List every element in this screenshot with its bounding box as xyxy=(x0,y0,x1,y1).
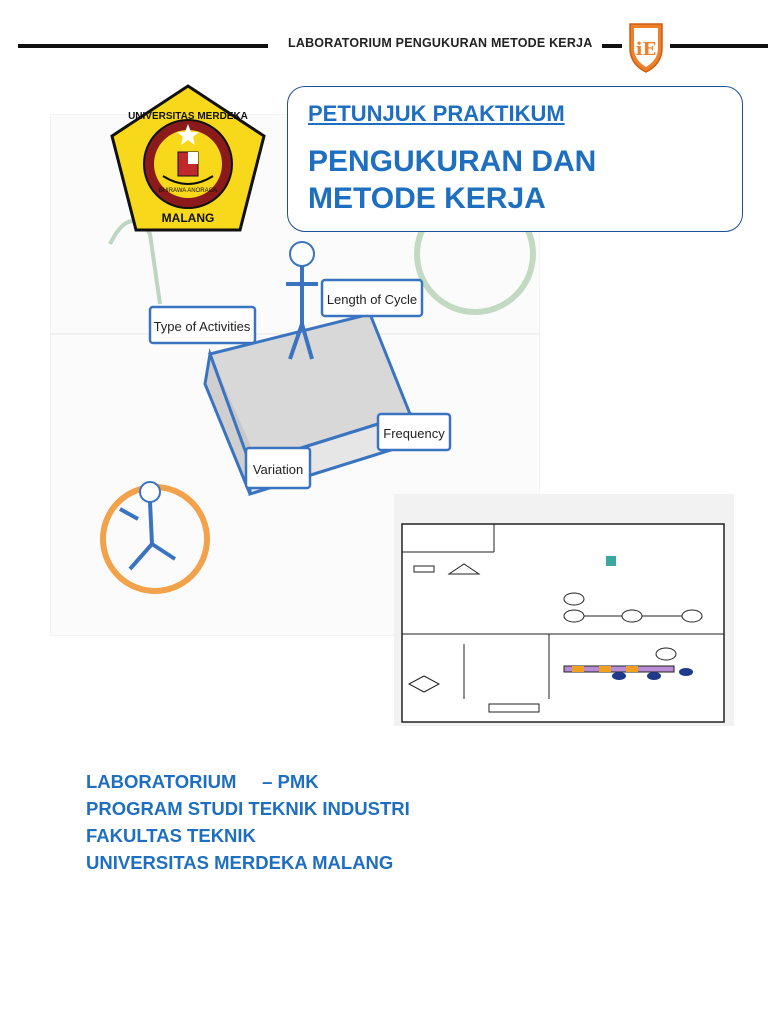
header-rule-right xyxy=(602,44,622,48)
svg-text:Length of Cycle: Length of Cycle xyxy=(327,292,417,307)
main-title-line-2: METODE KERJA xyxy=(308,182,546,215)
footer-line-fakultas: FAKULTAS TEKNIK xyxy=(86,825,256,846)
label-length-of-cycle: Length of Cycle xyxy=(320,278,424,318)
main-title-line-1: PENGUKURAN DAN xyxy=(308,145,597,178)
svg-text:Variation: Variation xyxy=(253,462,303,477)
header-rule-far xyxy=(670,44,768,48)
footer-institution-info: LABORATORIUM – PMK PROGRAM STUDI TEKNIK … xyxy=(86,768,410,876)
label-variation: Variation xyxy=(244,446,312,490)
footer-line-universitas: UNIVERSITAS MERDEKA MALANG xyxy=(86,852,394,873)
header-rule-left xyxy=(18,44,268,48)
main-title: PENGUKURAN DAN METODE KERJA xyxy=(308,143,728,217)
label-type-of-activities: Type of Activities xyxy=(148,305,257,345)
ie-shield-logo: iE xyxy=(629,23,663,73)
svg-text:Frequency: Frequency xyxy=(383,426,445,441)
svg-text:UNIVERSITAS MERDEKA: UNIVERSITAS MERDEKA xyxy=(128,111,248,122)
title-box: PETUNJUK PRAKTIKUM PENGUKURAN DAN METODE… xyxy=(287,86,743,232)
label-frequency: Frequency xyxy=(376,412,452,452)
process-flow-diagram xyxy=(394,494,734,726)
universitas-merdeka-logo: UNIVERSITAS MERDEKA BHIRAWA ANORAGA MALA… xyxy=(110,84,266,232)
footer-line-laboratorium: LABORATORIUM – PMK xyxy=(86,771,319,792)
subtitle-petunjuk: PETUNJUK PRAKTIKUM xyxy=(308,101,565,126)
svg-text:iE: iE xyxy=(636,39,657,60)
lab-header-title: LABORATORIUM PENGUKURAN METODE KERJA xyxy=(288,36,593,50)
svg-text:BHIRAWA ANORAGA: BHIRAWA ANORAGA xyxy=(159,188,218,194)
svg-text:MALANG: MALANG xyxy=(162,211,215,225)
svg-text:Type of Activities: Type of Activities xyxy=(154,319,251,334)
footer-line-program-studi: PROGRAM STUDI TEKNIK INDUSTRI xyxy=(86,798,410,819)
